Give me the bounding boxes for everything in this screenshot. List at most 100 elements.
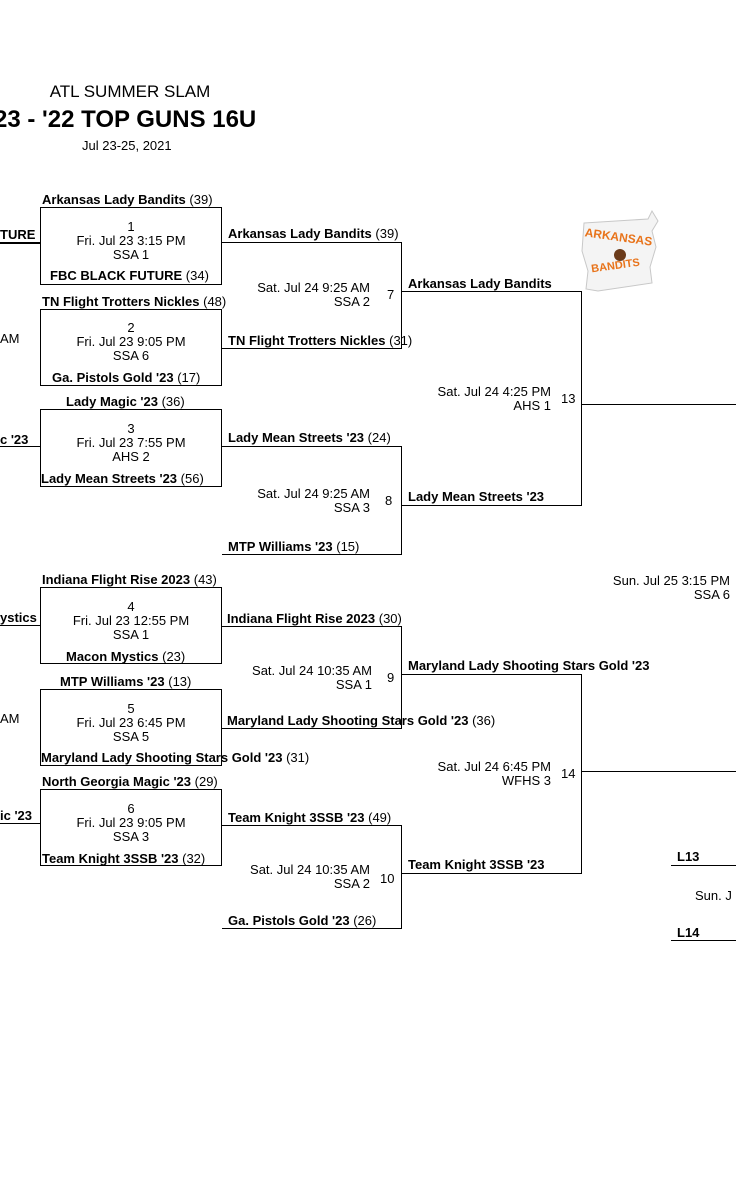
game-14-top-line — [402, 674, 582, 675]
game-6-box — [40, 789, 222, 866]
game-8-number: 8 — [385, 493, 393, 508]
game-10-time: Sat. Jul 24 10:35 AM — [250, 862, 370, 877]
game-8-bottom-team: MTP Williams '23 (15) — [228, 539, 360, 554]
game-9-time: Sat. Jul 24 10:35 AM — [252, 663, 372, 678]
game-1-bottom-team: FBC BLACK FUTURE (34) — [50, 268, 209, 283]
game-6-bottom-team: Team Knight 3SSB '23 (32) — [42, 851, 206, 866]
game-6-time: Fri. Jul 23 9:05 PM — [76, 815, 186, 830]
game-2-box — [40, 309, 222, 386]
game-14-venue: WFHS 3 — [501, 773, 551, 788]
game-10-top-line — [222, 825, 402, 826]
final-top-line — [582, 404, 736, 405]
game-13-top-line — [402, 291, 582, 292]
game-3-number: 3 — [127, 421, 135, 436]
game-8-time: Sat. Jul 24 9:25 AM — [257, 486, 370, 501]
game-9-bottom-line — [222, 728, 402, 729]
game-7-top-team: Arkansas Lady Bandits (39) — [228, 226, 399, 241]
team-logo: ARKANSAS BANDITS — [581, 209, 659, 292]
game-14-bottom-line — [402, 873, 582, 874]
game-13-venue: AHS 1 — [513, 398, 551, 413]
game-10-bottom-line — [222, 928, 402, 929]
game-9-bracket-line — [401, 626, 402, 729]
game-4-time: Fri. Jul 23 12:55 PM — [72, 613, 190, 628]
left-connector-line — [0, 625, 40, 626]
game-13-bottom-line — [402, 505, 582, 506]
game-8-bottom-line — [222, 554, 402, 555]
game-5-bottom-team: Maryland Lady Shooting Stars Gold '23 (3… — [41, 750, 310, 765]
left-fragment: ystics — [0, 610, 37, 625]
game-2-venue: SSA 6 — [112, 348, 150, 363]
game-13-bracket-line — [581, 291, 582, 506]
game-10-bottom-team: Ga. Pistols Gold '23 (26) — [228, 913, 377, 928]
game-5-top-team: MTP Williams '23 (13) — [60, 674, 192, 689]
game-8-venue: SSA 3 — [333, 500, 370, 515]
game-7-top-line — [222, 242, 402, 243]
consolation-time: Sun. J — [695, 888, 732, 903]
game-4-box — [40, 587, 222, 664]
event-title: ATL SUMMER SLAM — [49, 82, 211, 101]
game-8-bracket-line — [401, 446, 402, 555]
game-7-venue: SSA 2 — [333, 294, 370, 309]
game-7-bottom-team: TN Flight Trotters Nickles (31) — [228, 333, 413, 348]
left-connector-line — [0, 446, 40, 447]
game-10-venue: SSA 2 — [333, 876, 370, 891]
game-9-bottom-team: Maryland Lady Shooting Stars Gold '23 (3… — [227, 713, 496, 728]
final-venue: SSA 6 — [693, 587, 730, 602]
game-6-venue: SSA 3 — [112, 829, 150, 844]
game-7-bottom-line — [222, 348, 402, 349]
game-1-venue: SSA 1 — [112, 247, 150, 262]
game-2-time: Fri. Jul 23 9:05 PM — [76, 334, 186, 349]
game-9-venue: SSA 1 — [335, 677, 372, 692]
game-5-venue: SSA 5 — [112, 729, 150, 744]
final-bottom-line — [582, 771, 736, 772]
consolation-top-line — [671, 865, 736, 866]
game-9-top-team: Indiana Flight Rise 2023 (30) — [227, 611, 402, 626]
game-2-top-team: TN Flight Trotters Nickles (48) — [42, 294, 227, 309]
left-fragment: ic '23 — [0, 808, 33, 823]
game-4-bottom-team: Macon Mystics (23) — [66, 649, 186, 664]
game-7-time: Sat. Jul 24 9:25 AM — [257, 280, 370, 295]
game-2-number: 2 — [127, 320, 135, 335]
game-5-time: Fri. Jul 23 6:45 PM — [76, 715, 186, 730]
consolation-bottom-line — [671, 940, 736, 941]
game-14-bracket-line — [581, 674, 582, 874]
game-13-top-team: Arkansas Lady Bandits — [408, 276, 552, 291]
left-fragment: AM — [0, 331, 20, 346]
event-dates: Jul 23-25, 2021 — [82, 138, 172, 153]
game-14-number: 14 — [561, 766, 576, 781]
game-10-bracket-line — [401, 825, 402, 929]
game-9-top-line — [222, 626, 402, 627]
game-3-time: Fri. Jul 23 7:55 PM — [76, 435, 186, 450]
game-9-number: 9 — [387, 670, 395, 685]
game-1-box — [40, 207, 222, 285]
game-6-top-team: North Georgia Magic '23 (29) — [42, 774, 218, 789]
game-8-top-line — [222, 446, 402, 447]
game-2-bottom-team: Ga. Pistols Gold '23 (17) — [52, 370, 201, 385]
game-1-time: Fri. Jul 23 3:15 PM — [76, 233, 186, 248]
consolation-top-label: L13 — [677, 849, 700, 864]
game-4-venue: SSA 1 — [112, 627, 150, 642]
game-7-bracket-line — [401, 242, 402, 349]
game-13-bottom-team: Lady Mean Streets '23 — [408, 489, 545, 504]
game-13-number: 13 — [561, 391, 576, 406]
left-fragment: TURE — [0, 227, 36, 242]
game-6-number: 6 — [127, 801, 135, 816]
game-5-number: 5 — [127, 701, 135, 716]
game-7-number: 7 — [387, 287, 395, 302]
game-4-number: 4 — [127, 599, 135, 614]
game-3-top-team: Lady Magic '23 (36) — [66, 394, 185, 409]
final-time: Sun. Jul 25 3:15 PM — [612, 573, 730, 588]
game-10-number: 10 — [380, 871, 395, 886]
left-fragment: c '23 — [0, 432, 29, 447]
left-fragment: AM — [0, 711, 20, 726]
logo-mascot — [614, 249, 626, 261]
left-connector-line — [0, 823, 40, 824]
game-5-box — [40, 689, 222, 766]
game-14-time: Sat. Jul 24 6:45 PM — [437, 759, 551, 774]
game-1-top-team: Arkansas Lady Bandits (39) — [42, 192, 213, 207]
game-1-number: 1 — [127, 219, 135, 234]
left-connector-line — [0, 242, 40, 244]
game-13-time: Sat. Jul 24 4:25 PM — [437, 384, 551, 399]
consolation-bottom-label: L14 — [677, 925, 700, 940]
game-8-top-team: Lady Mean Streets '23 (24) — [228, 430, 391, 445]
